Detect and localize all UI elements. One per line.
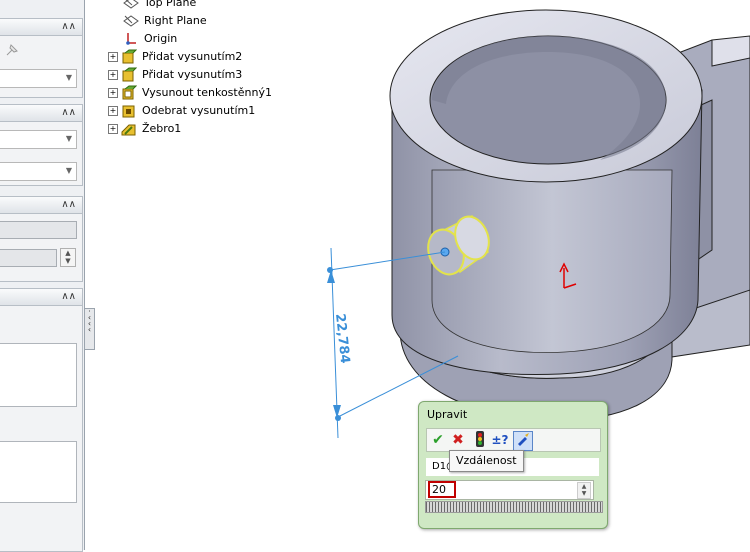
section-2-dropdown-2[interactable]: ▼ [0, 162, 77, 181]
selected-boss[interactable] [422, 212, 494, 280]
selection-listbox-1[interactable] [0, 343, 77, 407]
collapse-icon[interactable]: ∧∧ [61, 199, 76, 210]
dimension-value[interactable]: 22,784 [332, 313, 352, 364]
value-spinner[interactable]: ▲▼ [577, 482, 591, 499]
property-section-3: ∧∧ ▲▼ [0, 196, 83, 282]
section-3-spinner[interactable]: ▲▼ [60, 248, 76, 267]
confirm-icon[interactable]: ✔ [432, 432, 444, 448]
collapse-icon[interactable]: ∧∧ [61, 107, 76, 118]
section-1-dropdown[interactable]: ▼ [0, 69, 77, 88]
rib-icon [121, 124, 136, 136]
selection-listbox-2[interactable] [0, 441, 77, 503]
tree-item-label: Žebro1 [142, 122, 182, 135]
property-section-4: ∧∧ [0, 288, 83, 552]
section-header[interactable]: ∧∧ [0, 19, 82, 36]
origin-icon [126, 33, 136, 45]
property-section-2: ∧∧ ▼ ▼ [0, 104, 83, 186]
section-header[interactable]: ∧∧ [0, 289, 82, 306]
tree-item-label: Top Plane [144, 0, 197, 9]
dialog-title: Upravit [427, 408, 468, 421]
expand-icon[interactable]: + [108, 106, 118, 116]
plane-icon [123, 0, 139, 9]
thumbwheel-slider[interactable] [425, 501, 603, 513]
panel-splitter-handle[interactable]: ·‹‹‹ [84, 308, 95, 350]
dialog-toolbar: ✔ ✖ ±? [426, 428, 601, 452]
section-2-dropdown-1[interactable]: ▼ [0, 130, 77, 149]
extrude-boss-icon [122, 49, 137, 64]
property-section-1: ∧∧ ▼ [0, 18, 83, 98]
section-header[interactable]: ∧∧ [0, 197, 82, 214]
tree-item-label: Odebrat vysunutím1 [142, 104, 256, 117]
expand-icon[interactable]: + [108, 88, 118, 98]
dimension-value-field: ▲▼ [425, 480, 594, 500]
rebuild-icon[interactable] [471, 431, 489, 449]
property-manager-panel: ∧∧ ▼ ∧∧ ▼ ▼ ∧∧ ▲▼ ∧∧ [0, 0, 85, 552]
dimension-annotation[interactable]: 22,784 [327, 247, 459, 439]
expand-icon[interactable]: + [108, 52, 118, 62]
pin-icon[interactable] [3, 41, 21, 59]
extrude-boss-icon [122, 67, 137, 82]
expand-icon[interactable]: + [108, 70, 118, 80]
tolerance-icon[interactable]: ±? [491, 433, 509, 447]
mark-for-drawing-icon[interactable] [513, 431, 533, 451]
expand-icon[interactable]: + [108, 124, 118, 134]
extrude-cut-icon [122, 105, 135, 118]
tree-item-label: Vysunout tenkostěnný1 [142, 86, 272, 99]
collapse-icon[interactable]: ∧∧ [61, 291, 76, 302]
cancel-icon[interactable]: ✖ [452, 432, 464, 448]
chevron-down-icon: ▼ [65, 134, 72, 143]
chevron-down-icon: ▼ [65, 166, 72, 175]
tree-item-label: Přidat vysunutím2 [142, 50, 243, 63]
section-3-field-2[interactable] [0, 249, 57, 267]
section-header[interactable]: ∧∧ [0, 105, 82, 122]
tooltip: Vzdálenost [449, 450, 524, 472]
tree-item-label: Origin [144, 32, 178, 45]
tree-item-label: Přidat vysunutím3 [142, 68, 243, 81]
thin-extrude-icon [122, 85, 137, 100]
collapse-icon[interactable]: ∧∧ [61, 21, 76, 32]
chevron-down-icon: ▼ [65, 73, 72, 82]
plane-icon [123, 15, 139, 27]
tree-item-label: Right Plane [144, 14, 207, 27]
origin-triad [559, 262, 577, 289]
model-inner-recess [431, 169, 673, 353]
dimension-value-input[interactable] [428, 481, 456, 498]
section-3-field-1[interactable] [0, 221, 77, 239]
